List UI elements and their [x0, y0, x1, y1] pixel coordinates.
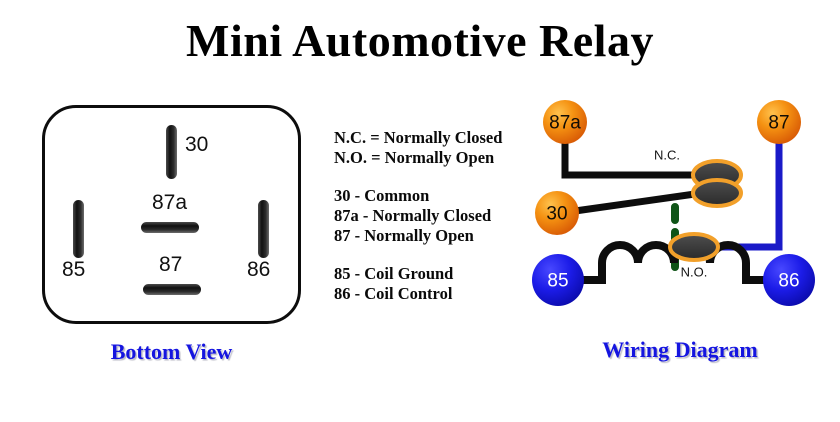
- contact-common: [691, 178, 743, 208]
- terminal-blade-87a: [141, 222, 199, 233]
- wire-87a-to-nc-contact: [561, 135, 702, 179]
- legend-line: N.C. = Normally Closed: [334, 128, 503, 147]
- terminal-label-87a: 87a: [152, 191, 188, 214]
- legend-text-block: N.C. = Normally Closed N.O. = Normally O…: [334, 128, 502, 304]
- contact-label-no: N.O.: [681, 265, 708, 280]
- contact-no: [668, 232, 720, 262]
- node-label-87: 87: [768, 113, 789, 134]
- terminal-blade-86: [258, 200, 269, 258]
- legend-line: 86 - Coil Control: [334, 284, 453, 303]
- coil-winding: [572, 241, 775, 284]
- terminal-label-30: 30: [185, 133, 209, 156]
- node-label-86: 86: [778, 271, 799, 292]
- bottom-view-caption: Bottom View: [110, 339, 233, 364]
- legend-line: 85 - Coil Ground: [334, 264, 454, 283]
- wiring-diagram-caption: Wiring Diagram: [602, 337, 758, 362]
- legend-line: 87 - Normally Open: [334, 226, 474, 245]
- terminal-label-86: 86: [247, 258, 271, 281]
- node-30[interactable]: 30: [535, 191, 579, 235]
- page-title: Mini Automotive Relay: [186, 15, 654, 66]
- wiring-diagram: N.C. N.O. 87a 87 30 85 86: [530, 95, 830, 375]
- legend-group-coil: 85 - Coil Ground 86 - Coil Control: [334, 264, 502, 304]
- node-87[interactable]: 87: [757, 100, 801, 144]
- legend-group-abbreviations: N.C. = Normally Closed N.O. = Normally O…: [334, 128, 502, 168]
- legend-group-contacts: 30 - Common 87a - Normally Closed 87 - N…: [334, 186, 502, 246]
- bottom-view-diagram: 30 85 86 87a 87: [42, 105, 307, 330]
- terminal-blade-87: [143, 284, 201, 295]
- node-label-30: 30: [546, 204, 567, 225]
- node-label-87a: 87a: [549, 113, 581, 134]
- node-86[interactable]: 86: [763, 254, 815, 306]
- contact-label-nc: N.C.: [654, 148, 680, 163]
- terminal-label-85: 85: [62, 258, 86, 281]
- terminal-blade-85: [73, 200, 84, 258]
- terminal-label-87: 87: [159, 253, 183, 276]
- node-85[interactable]: 85: [532, 254, 584, 306]
- node-label-85: 85: [547, 271, 568, 292]
- legend-line: 87a - Normally Closed: [334, 206, 492, 225]
- wire-30-to-common-contact: [574, 189, 703, 215]
- legend-line: 30 - Common: [334, 186, 430, 205]
- legend-line: N.O. = Normally Open: [334, 148, 495, 167]
- node-87a[interactable]: 87a: [543, 100, 587, 144]
- terminal-blade-30: [166, 125, 177, 179]
